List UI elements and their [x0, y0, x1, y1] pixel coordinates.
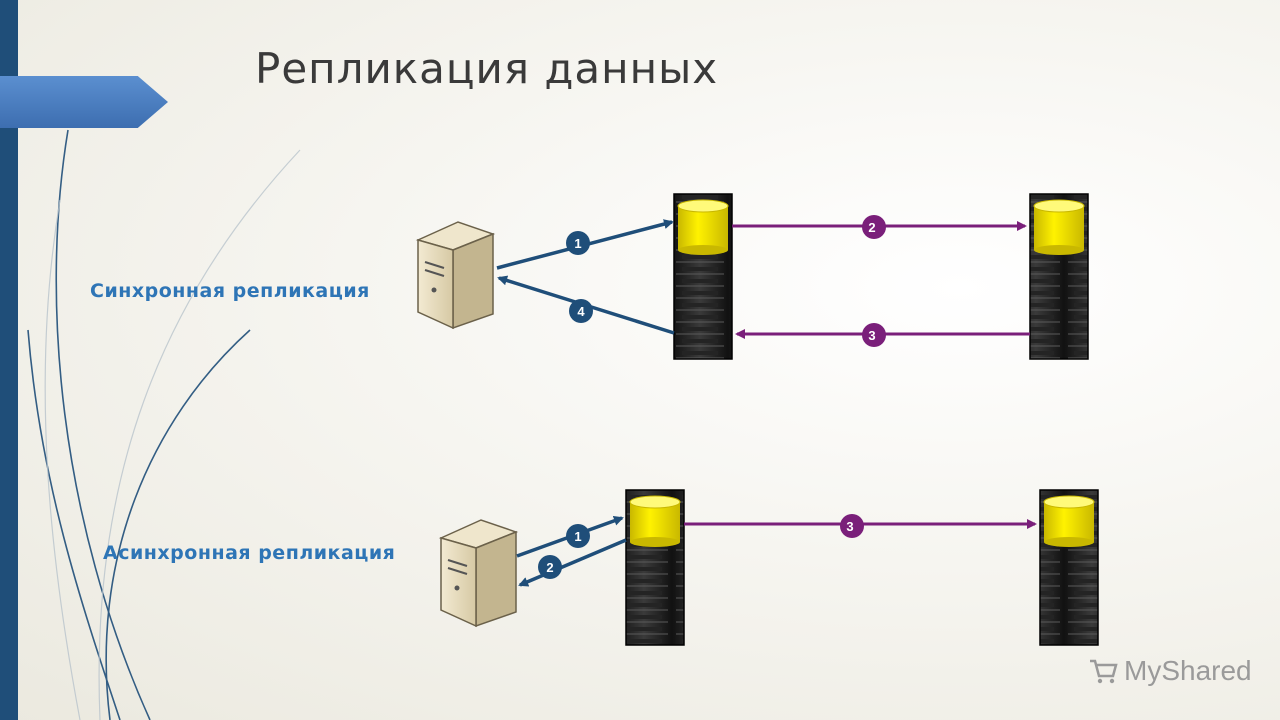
step-badge: 1: [566, 231, 590, 255]
step-badge-label: 4: [577, 304, 585, 319]
disk-icon: [1043, 495, 1095, 547]
step-badge: 3: [840, 514, 864, 538]
step-badge-label: 2: [868, 220, 875, 235]
async-client-server: [438, 519, 519, 628]
cart-icon: [1090, 659, 1118, 684]
swoosh-line: [98, 149, 301, 720]
page-title: Репликация данных: [255, 44, 719, 93]
step-badge-label: 3: [868, 328, 875, 343]
sync-primary-storage: [673, 193, 733, 360]
disk-icon: [629, 495, 681, 547]
disk-icon: [677, 199, 729, 255]
step-badge-label: 1: [574, 236, 581, 251]
step-badge-label: 3: [846, 519, 853, 534]
async-replica-storage: [1039, 489, 1099, 646]
step-badge-label: 1: [574, 529, 581, 544]
swoosh-line: [44, 199, 81, 720]
sync-replica-storage: [1029, 193, 1089, 360]
step-badge: 2: [862, 215, 886, 239]
watermark-text: MyShared: [1124, 655, 1252, 686]
swoosh-line: [105, 329, 251, 720]
swoosh-line: [27, 329, 121, 720]
async-replication-label: Асинхронная репликация: [103, 542, 396, 564]
step-badge: 4: [569, 299, 593, 323]
title-tab-decoration: [0, 76, 168, 128]
step-badge: 3: [862, 323, 886, 347]
step-badge: 1: [566, 524, 590, 548]
async-primary-storage: [625, 489, 685, 646]
disk-icon: [1033, 199, 1085, 255]
async-ack-arrow: [518, 538, 627, 587]
sync-client-server: [415, 221, 496, 330]
myshared-watermark: MyShared: [1088, 655, 1252, 687]
step-badge: 2: [538, 555, 562, 579]
sync-replication-label: Синхронная репликация: [90, 280, 370, 302]
step-badge-label: 2: [546, 560, 553, 575]
left-accent-bar: [0, 0, 18, 720]
